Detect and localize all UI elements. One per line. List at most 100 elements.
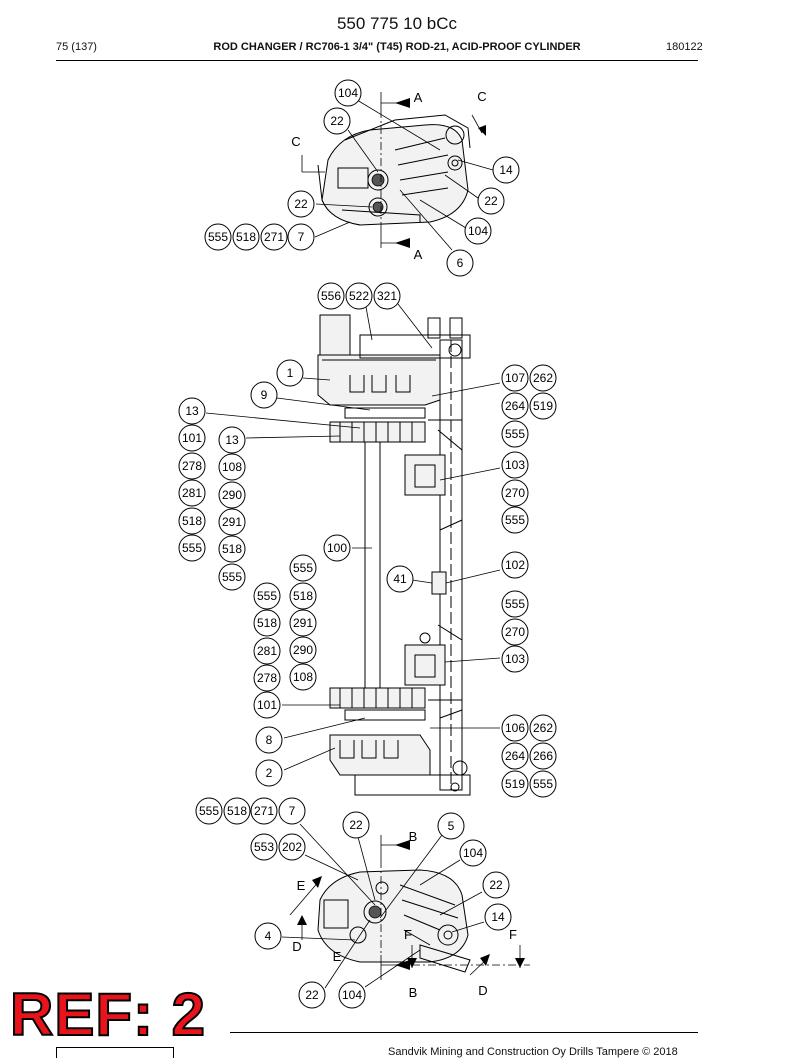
view-label-e-top: E — [297, 878, 306, 893]
callout-balloon: 264 — [501, 742, 529, 770]
view-label-b-bottom: B — [409, 985, 418, 1000]
callout-balloon: 7 — [287, 223, 315, 251]
svg-text:4: 4 — [265, 929, 272, 943]
svg-text:262: 262 — [533, 721, 553, 735]
svg-text:555: 555 — [257, 589, 277, 603]
svg-text:278: 278 — [257, 671, 277, 685]
callout-balloon: 22 — [323, 107, 351, 135]
svg-text:14: 14 — [499, 163, 513, 177]
callout-balloon: 278 — [178, 452, 206, 480]
callout-balloon: 556 — [317, 282, 345, 310]
callout-balloon: 22 — [298, 981, 326, 1009]
callout-balloon: 104 — [459, 839, 487, 867]
svg-text:321: 321 — [377, 289, 397, 303]
callout-balloon: 8 — [255, 726, 283, 754]
svg-text:518: 518 — [222, 542, 242, 556]
callout-balloon: 104 — [464, 217, 492, 245]
callout-balloon: 555 — [195, 797, 223, 825]
svg-text:106: 106 — [505, 721, 525, 735]
svg-text:290: 290 — [222, 488, 242, 502]
svg-text:22: 22 — [330, 114, 344, 128]
view-label-c-left: C — [291, 134, 300, 149]
svg-text:14: 14 — [491, 910, 505, 924]
bottom-end-view — [281, 823, 530, 989]
svg-text:8: 8 — [266, 733, 273, 747]
callout-balloon: 14 — [492, 156, 520, 184]
callout-balloon: 262 — [529, 364, 557, 392]
svg-text:7: 7 — [289, 804, 296, 818]
callout-balloon: 290 — [218, 481, 246, 509]
callout-balloon: 519 — [529, 392, 557, 420]
svg-text:107: 107 — [505, 371, 525, 385]
callout-balloon: 518 — [289, 582, 317, 610]
callout-balloon: 555 — [529, 770, 557, 798]
svg-text:9: 9 — [261, 388, 268, 402]
svg-text:519: 519 — [533, 399, 553, 413]
callout-balloon: 2 — [255, 759, 283, 787]
svg-text:555: 555 — [293, 561, 313, 575]
svg-text:108: 108 — [222, 460, 242, 474]
svg-text:5: 5 — [448, 819, 455, 833]
svg-text:518: 518 — [257, 616, 277, 630]
svg-text:2: 2 — [266, 766, 273, 780]
callout-balloon: 518 — [223, 797, 251, 825]
callout-balloon: 555 — [253, 582, 281, 610]
svg-text:270: 270 — [505, 625, 525, 639]
callout-balloon: 14 — [484, 903, 512, 931]
side-elevation-view — [205, 295, 501, 796]
callout-balloon: 9 — [250, 381, 278, 409]
callout-balloon: 106 — [501, 714, 529, 742]
callout-balloon: 102 — [501, 551, 529, 579]
callout-balloon: 555 — [218, 563, 246, 591]
callout-balloon: 7 — [278, 797, 306, 825]
svg-text:518: 518 — [236, 230, 256, 244]
svg-text:202: 202 — [282, 840, 302, 854]
view-label-b-top: B — [409, 829, 418, 844]
svg-text:522: 522 — [349, 289, 369, 303]
svg-text:108: 108 — [293, 670, 313, 684]
callout-balloon: 103 — [501, 451, 529, 479]
callout-balloon: 321 — [373, 282, 401, 310]
svg-text:555: 555 — [182, 541, 202, 555]
callout-balloon: 271 — [260, 223, 288, 251]
svg-text:1: 1 — [287, 366, 294, 380]
callout-balloon: 281 — [253, 637, 281, 665]
view-label-e-bottom: E — [333, 949, 342, 964]
callout-balloon: 518 — [218, 535, 246, 563]
svg-text:281: 281 — [182, 486, 202, 500]
svg-text:264: 264 — [505, 749, 525, 763]
svg-text:555: 555 — [505, 513, 525, 527]
svg-text:281: 281 — [257, 644, 277, 658]
svg-text:278: 278 — [182, 459, 202, 473]
svg-text:555: 555 — [199, 804, 219, 818]
callout-balloon: 270 — [501, 618, 529, 646]
svg-text:22: 22 — [294, 197, 308, 211]
svg-text:264: 264 — [505, 399, 525, 413]
svg-text:270: 270 — [505, 486, 525, 500]
svg-text:101: 101 — [182, 431, 202, 445]
callout-balloon: 101 — [253, 691, 281, 719]
callout-balloon: 202 — [278, 833, 306, 861]
svg-text:518: 518 — [293, 589, 313, 603]
callout-balloon: 22 — [477, 187, 505, 215]
view-label-a-bottom: A — [414, 247, 423, 262]
svg-text:7: 7 — [298, 230, 305, 244]
reference-stamp: REF: 2 — [9, 981, 207, 1048]
svg-text:22: 22 — [489, 878, 503, 892]
callout-balloon: 108 — [218, 453, 246, 481]
callout-balloon: 22 — [482, 871, 510, 899]
svg-text:553: 553 — [254, 840, 274, 854]
callout-balloon: 100 — [323, 534, 351, 562]
callout-balloon: 104 — [338, 981, 366, 1009]
svg-text:556: 556 — [321, 289, 341, 303]
svg-text:290: 290 — [293, 643, 313, 657]
svg-text:13: 13 — [185, 404, 199, 418]
svg-text:41: 41 — [393, 572, 407, 586]
view-label-c-right: C — [477, 89, 486, 104]
view-label-f-left: F — [404, 927, 412, 942]
footer-divider — [230, 1032, 698, 1033]
svg-text:103: 103 — [505, 652, 525, 666]
callout-balloon: 262 — [529, 714, 557, 742]
svg-text:101: 101 — [257, 698, 277, 712]
callout-balloon: 518 — [253, 609, 281, 637]
